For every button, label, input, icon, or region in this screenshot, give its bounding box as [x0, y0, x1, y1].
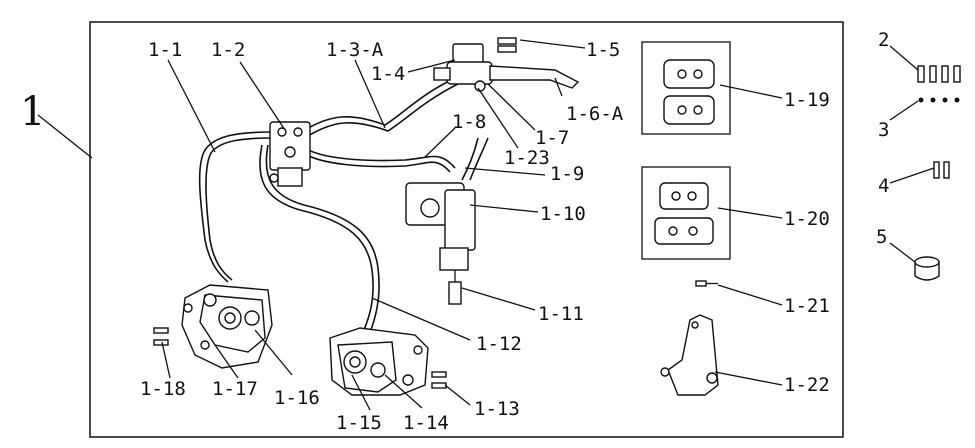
label-1-11: 1-11: [538, 303, 584, 325]
right-caliper: [329, 327, 429, 396]
label-3: 3: [878, 119, 889, 141]
pads-box-1-20: [641, 166, 731, 260]
label-1-14: 1-14: [403, 412, 449, 434]
label-1-16: 1-16: [274, 387, 320, 409]
brake-lever: [489, 65, 580, 89]
label-1-4: 1-4: [371, 63, 405, 85]
washers-part-3: [918, 97, 960, 103]
label-1-6-a: 1-6-A: [566, 103, 624, 125]
label-1-15: 1-15: [336, 412, 382, 434]
label-1-23: 1-23: [504, 147, 550, 169]
bushing-part-5: [914, 256, 940, 281]
junction-block: [269, 121, 311, 187]
rear-master-cylinder: [405, 137, 489, 305]
leader-lines: [161, 39, 935, 411]
label-1-5: 1-5: [586, 39, 620, 61]
label-1-7: 1-7: [535, 127, 569, 149]
label-1-21: 1-21: [784, 295, 830, 317]
pads-box-1-19: [641, 41, 731, 135]
brake-hoses: [198, 77, 459, 333]
label-4: 4: [878, 175, 889, 197]
bolts-part-2: [917, 65, 961, 83]
bolts-1-18: [153, 327, 169, 346]
bolts-part-4: [933, 161, 950, 179]
label-1-20: 1-20: [784, 208, 830, 230]
label-1-19: 1-19: [784, 89, 830, 111]
part-labels: 1-1 1-2 1-3-A 1-4 1-5 1-6-A 1-7 1-8 1-23…: [140, 29, 889, 434]
bracket-1-22: [660, 314, 719, 396]
label-1-22: 1-22: [784, 374, 830, 396]
label-1-18: 1-18: [140, 378, 186, 400]
assembly-leader: [37, 114, 93, 159]
label-1-10: 1-10: [540, 203, 586, 225]
bolts-1-13: [431, 371, 447, 389]
label-1-8: 1-8: [452, 111, 486, 133]
label-1-13: 1-13: [474, 398, 520, 420]
label-1-17: 1-17: [212, 378, 258, 400]
label-2: 2: [878, 29, 889, 51]
label-1-3-a: 1-3-A: [326, 39, 384, 61]
left-caliper: [181, 284, 273, 369]
label-1-9: 1-9: [550, 163, 584, 185]
label-1-1: 1-1: [148, 39, 182, 61]
pin-1-21: [695, 280, 718, 287]
label-5: 5: [876, 226, 887, 248]
assembly-number: 1: [20, 89, 45, 135]
label-1-12: 1-12: [476, 333, 522, 355]
front-master-cylinder: [433, 37, 580, 92]
assembly-frame: [89, 21, 844, 438]
label-1-2: 1-2: [211, 39, 245, 61]
